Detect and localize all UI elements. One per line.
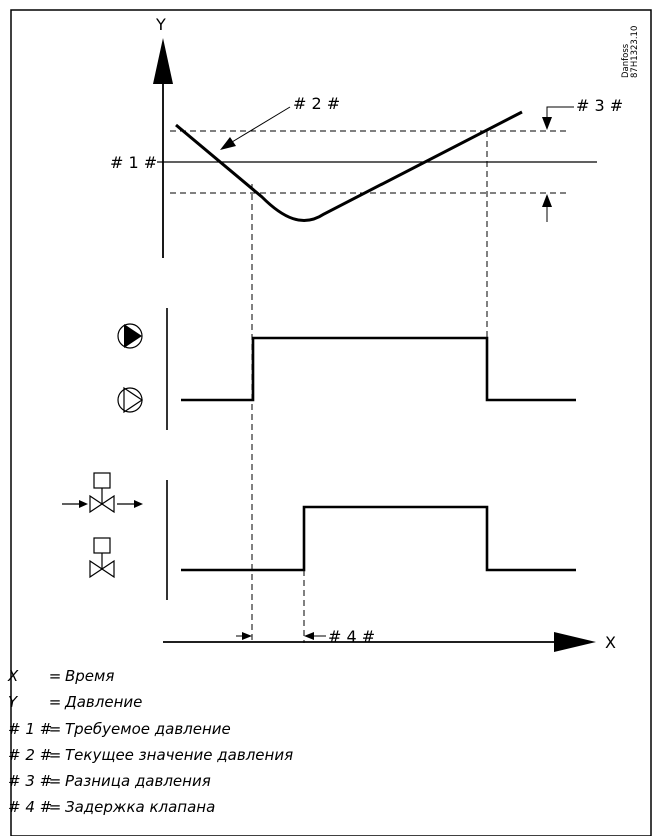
pump-on-icon xyxy=(117,323,143,349)
diagram-border xyxy=(10,9,652,836)
mark-3-leader xyxy=(546,106,574,118)
mark-3-down-arrow xyxy=(542,117,552,130)
y-axis-label: Y xyxy=(155,15,166,34)
mark-2-label: # 2 # xyxy=(293,94,340,113)
legend-row: # 1 #=Требуемое давление xyxy=(6,716,656,742)
legend-equals: = xyxy=(48,745,62,764)
legend-description: Разница давления xyxy=(65,772,211,791)
valve-signal xyxy=(181,505,576,572)
mark-3-up-arrow xyxy=(542,194,552,207)
mark-4-left-arrow xyxy=(242,632,252,640)
legend-description: Время xyxy=(65,667,115,685)
valve-open-icon xyxy=(62,472,143,514)
svg-text:87H1323.10: 87H1323.10 xyxy=(630,26,640,78)
mark-4-label: # 4 # xyxy=(328,627,375,646)
legend-description: Задержка клапана xyxy=(65,798,216,817)
legend-equals: = xyxy=(48,798,62,817)
legend-equals: = xyxy=(48,772,62,791)
mark-2-arrow xyxy=(220,137,236,150)
legend-key: Y xyxy=(8,693,18,712)
legend-description: Давление xyxy=(65,693,143,712)
x-axis-label: X xyxy=(605,633,616,652)
mark-2-leader xyxy=(231,106,291,143)
y-axis-arrow xyxy=(153,38,173,84)
x-axis-arrow xyxy=(554,632,596,652)
doc-reference: Danfoss 87H1323.10 xyxy=(621,26,640,78)
mark-4-right-arrow xyxy=(304,632,314,640)
legend-row: # 3 #=Разница давления xyxy=(6,768,656,794)
legend-description: Текущее значение давления xyxy=(65,745,294,764)
valve-closed-icon xyxy=(89,537,115,579)
legend-key: # 1 # xyxy=(8,719,53,738)
legend-row: # 4 #=Задержка клапана xyxy=(6,794,656,820)
legend: X=Время Y=Давление # 1 #=Требуемое давле… xyxy=(6,663,656,821)
legend-row: # 2 #=Текущее значение давления xyxy=(6,742,656,768)
pressure-curve xyxy=(175,110,523,222)
mark-3-label: # 3 # xyxy=(576,96,623,115)
legend-description: Требуемое давление xyxy=(65,719,231,738)
pump-off-icon xyxy=(117,386,144,414)
legend-key: X xyxy=(8,667,19,685)
mark-1-label: # 1 # xyxy=(110,153,157,172)
legend-key: # 4 # xyxy=(8,798,53,817)
legend-row: Y =Давление xyxy=(6,689,656,715)
legend-row: X =Время xyxy=(6,663,656,689)
legend-equals: = xyxy=(48,667,62,685)
legend-equals: = xyxy=(48,693,62,712)
svg-text:Danfoss: Danfoss xyxy=(621,43,631,78)
legend-key: # 3 # xyxy=(8,772,53,791)
legend-equals: = xyxy=(48,719,62,738)
legend-key: # 2 # xyxy=(8,745,53,764)
pump-signal xyxy=(181,336,576,402)
